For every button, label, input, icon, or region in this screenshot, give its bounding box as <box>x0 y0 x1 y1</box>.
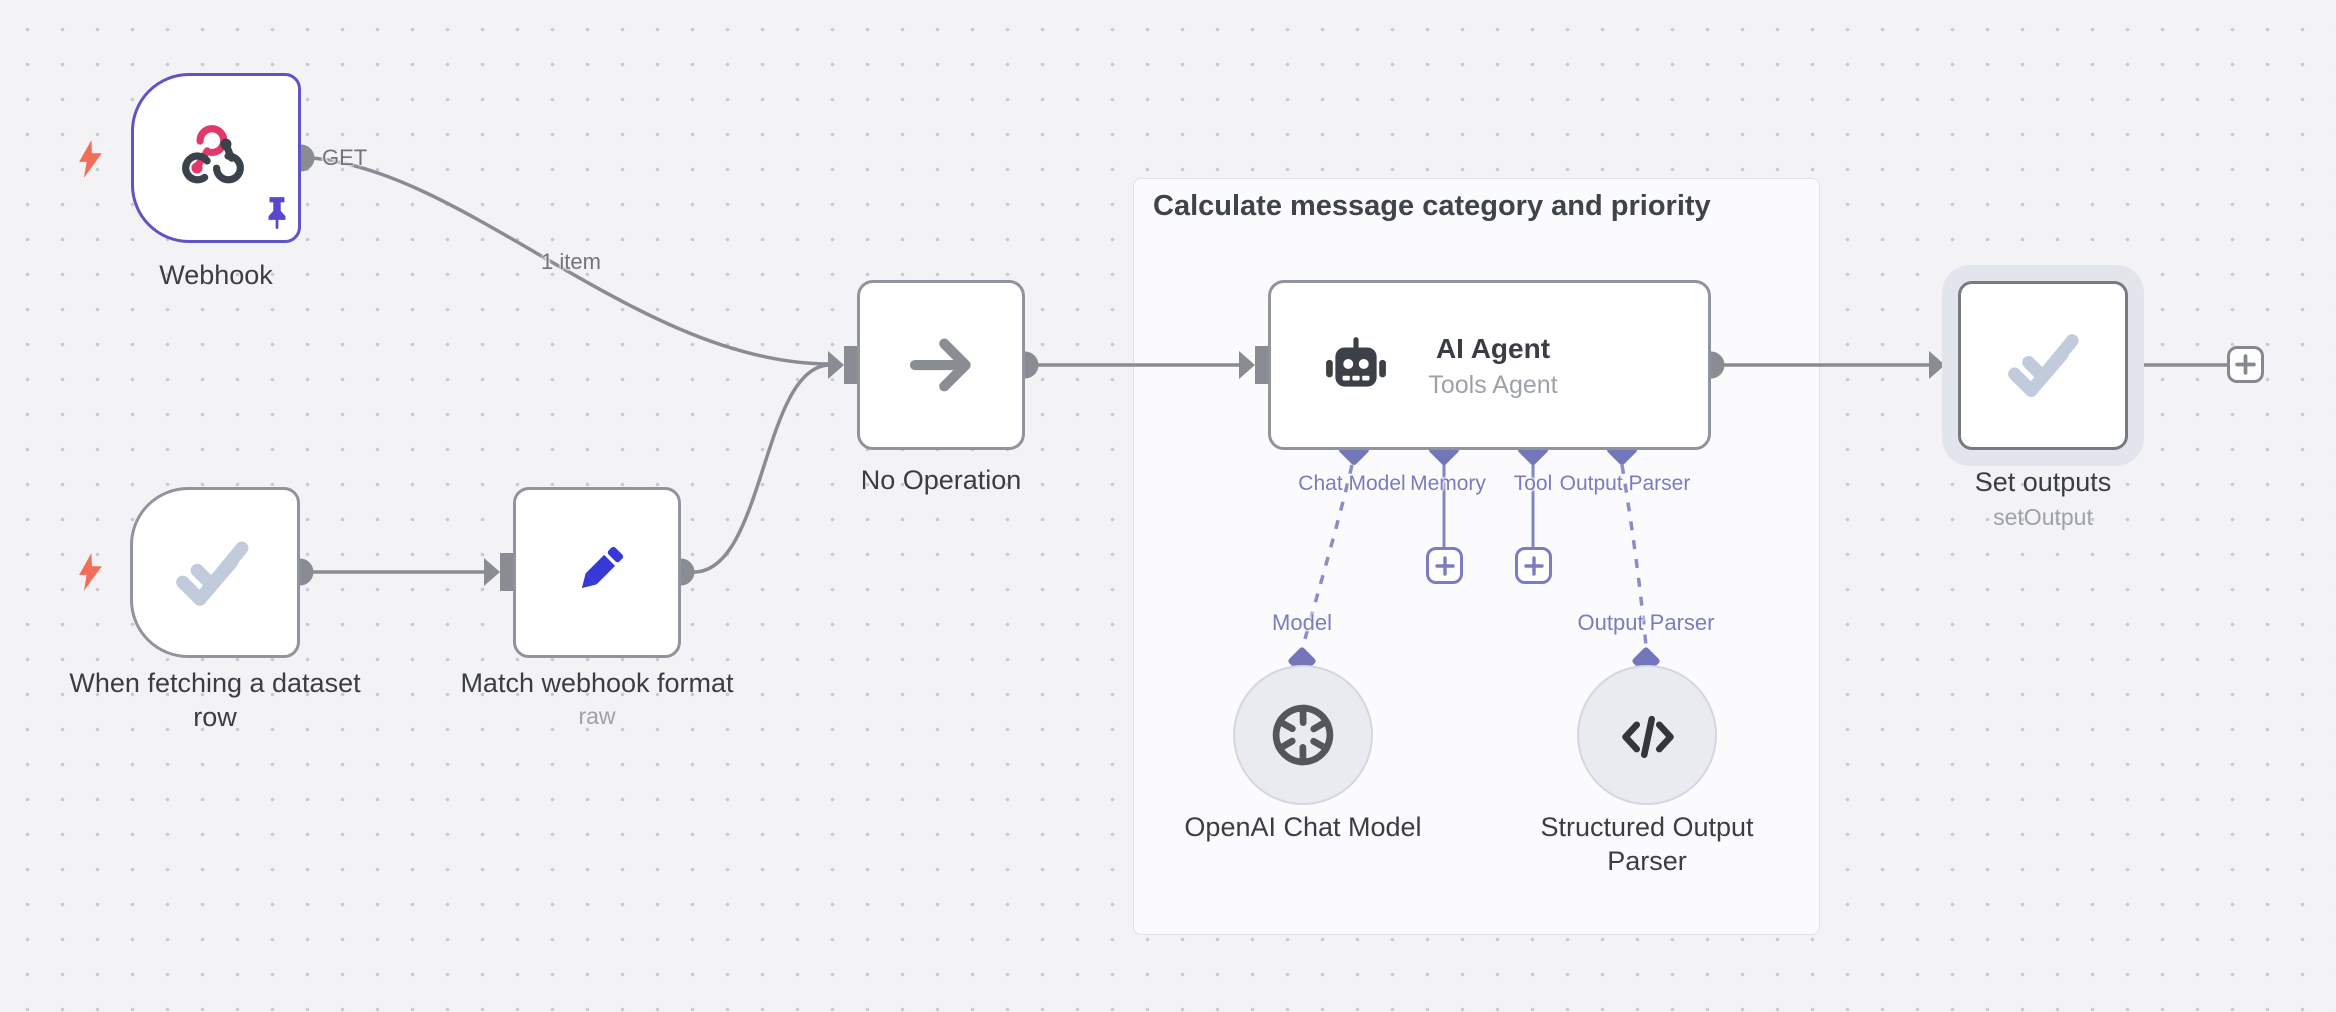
port-label-memory: Memory <box>1410 472 1486 495</box>
plus-icon <box>1523 555 1544 576</box>
double-check-icon <box>2008 334 2079 398</box>
port-label-tool: Tool <box>1513 472 1553 495</box>
pencil-icon <box>581 546 624 589</box>
wire-webhook-to-noop[interactable] <box>311 156 831 366</box>
wire-match-to-noop[interactable] <box>693 363 831 574</box>
node-webhook[interactable] <box>131 73 301 243</box>
add-node-button[interactable] <box>2227 346 2264 383</box>
items-count-label: 1 item <box>541 249 601 274</box>
node-structured-output-parser[interactable] <box>1577 665 1717 805</box>
arrow-right-icon <box>909 338 971 392</box>
dataset-trigger-label: When fetching a dataset row <box>69 668 361 732</box>
openai-chat-model-label: OpenAI Chat Model <box>1184 812 1422 842</box>
node-dataset-trigger[interactable] <box>130 487 300 658</box>
code-icon <box>1622 715 1674 759</box>
wire-chatmodel-dashed[interactable] <box>1301 464 1354 647</box>
webhook-method-label: GET <box>322 145 368 170</box>
node-match-format[interactable] <box>513 487 681 658</box>
set-outputs-sublabel: setOutput <box>1993 504 2093 530</box>
ai-agent-title: AI Agent <box>1435 333 1551 364</box>
bolt-icon <box>79 140 102 183</box>
match-input-port[interactable] <box>484 553 513 591</box>
openai-icon <box>1272 704 1334 766</box>
group-title: Calculate message category and priority <box>1153 190 1711 222</box>
webhook-label: Webhook <box>159 260 273 290</box>
add-memory-button[interactable] <box>1426 547 1463 584</box>
structured-output-parser-label: Structured Output Parser <box>1540 812 1754 876</box>
add-tool-button[interactable] <box>1515 547 1552 584</box>
bolt-icon <box>79 553 102 596</box>
noop-label: No Operation <box>860 465 1022 495</box>
agent-input-port[interactable] <box>1239 346 1268 384</box>
openai-input-label: Model <box>1272 610 1332 635</box>
double-check-icon <box>176 541 249 606</box>
node-openai-chat-model[interactable] <box>1233 665 1373 805</box>
robot-icon <box>1326 337 1386 387</box>
port-label-chat-model: Chat Model <box>1298 472 1406 495</box>
port-label-output-parser: Output Parser <box>1559 472 1691 495</box>
node-noop[interactable] <box>857 280 1025 450</box>
match-format-label: Match webhook format <box>460 668 734 698</box>
pin-icon[interactable] <box>262 196 292 230</box>
set-outputs-label: Set outputs <box>1974 467 2112 497</box>
ai-agent-subtitle: Tools Agent <box>1428 371 1558 399</box>
plus-icon <box>1434 555 1455 576</box>
node-ai-agent[interactable]: AI Agent Tools Agent <box>1268 280 1711 450</box>
plus-icon <box>2235 354 2256 375</box>
webhook-icon <box>182 125 244 184</box>
wire-outputparser-dashed[interactable] <box>1620 464 1648 647</box>
parser-input-label: Output Parser <box>1577 610 1715 635</box>
match-format-sublabel: raw <box>578 703 616 729</box>
node-set-outputs[interactable] <box>1958 281 2128 450</box>
noop-input-port[interactable] <box>828 346 857 384</box>
